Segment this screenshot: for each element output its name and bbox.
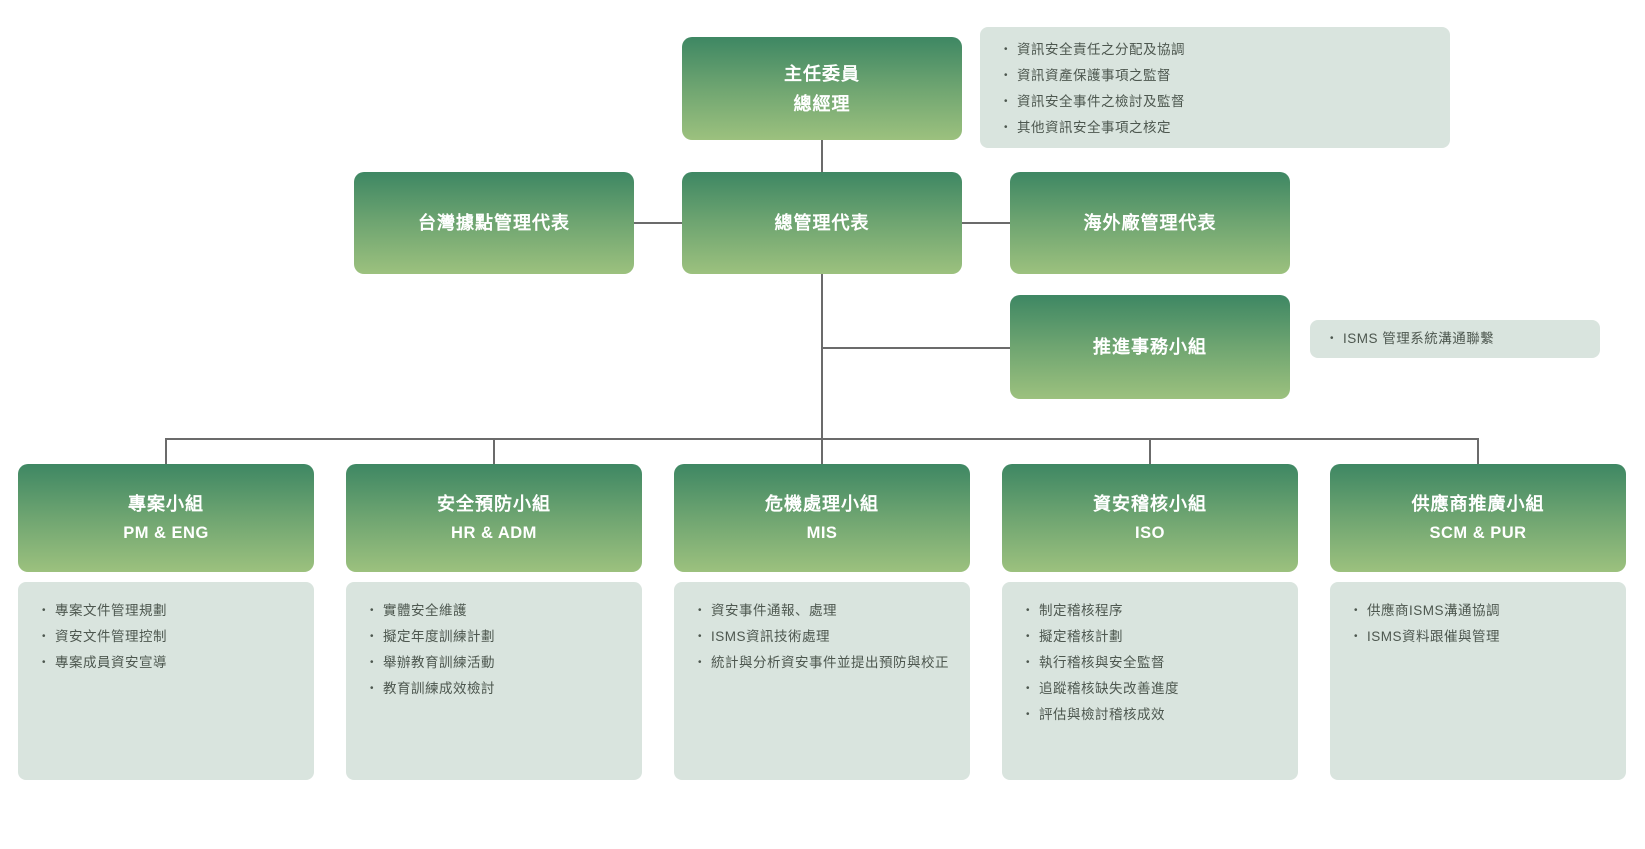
duty-item: 評估與檢討稽核成效: [1024, 702, 1284, 728]
team-box-pm-eng: 專案小組 PM & ENG: [18, 464, 314, 572]
team-duties-list: 制定稽核程序擬定稽核計劃執行稽核與安全監督追蹤稽核缺失改善進度評估與檢討稽核成效: [1024, 598, 1284, 728]
duty-item: 資訊資產保護事項之監督: [1002, 63, 1436, 89]
team-dept: HR & ADM: [451, 524, 537, 542]
team-duties-list: 供應商ISMS溝通協調ISMS資料跟催與管理: [1352, 598, 1612, 650]
team-dept: MIS: [806, 524, 838, 542]
promotion-note-panel: ISMS 管理系統溝通聯繫: [1310, 320, 1600, 358]
team-name: 供應商推廣小組: [1411, 494, 1545, 514]
team-box-mis: 危機處理小組 MIS: [674, 464, 970, 572]
connector-stub-team4: [1149, 438, 1151, 465]
duty-item: ISMS資料跟催與管理: [1352, 624, 1612, 650]
promotion-note-list: ISMS 管理系統溝通聯繫: [1328, 326, 1590, 352]
connector-trunk-vertical: [821, 274, 823, 464]
chairman-title: 主任委員: [784, 63, 860, 84]
duty-item: ISMS資訊技術處理: [696, 624, 956, 650]
duty-item: 專案成員資安宣導: [40, 650, 300, 676]
team-dept: ISO: [1135, 524, 1165, 542]
team-box-iso: 資安稽核小組 ISO: [1002, 464, 1298, 572]
node-promotion-team: 推進事務小組: [1010, 295, 1290, 399]
team-duties-scm-pur: 供應商ISMS溝通協調ISMS資料跟催與管理: [1330, 582, 1626, 780]
chairman-box: 主任委員 總經理: [682, 37, 962, 140]
duty-item: ISMS 管理系統溝通聯繫: [1328, 326, 1590, 352]
team-box-hr-adm: 安全預防小組 HR & ADM: [346, 464, 642, 572]
duty-item: 教育訓練成效檢討: [368, 676, 628, 702]
team-duties-pm-eng: 專案文件管理規劃資安文件管理控制專案成員資安宣導: [18, 582, 314, 780]
connector-chairman-vertical: [821, 140, 823, 172]
node-overseas-plant-rep: 海外廠管理代表: [1010, 172, 1290, 274]
team-name: 專案小組: [128, 494, 204, 514]
duty-item: 實體安全維護: [368, 598, 628, 624]
node-label: 推進事務小組: [1093, 337, 1207, 357]
connector-stub-team1: [165, 438, 167, 465]
duty-item: 舉辦教育訓練活動: [368, 650, 628, 676]
team-dept: PM & ENG: [123, 524, 209, 542]
duty-item: 統計與分析資安事件並提出預防與校正: [696, 650, 956, 676]
team-duties-list: 專案文件管理規劃資安文件管理控制專案成員資安宣導: [40, 598, 300, 676]
team-duties-list: 資安事件通報、處理ISMS資訊技術處理統計與分析資安事件並提出預防與校正: [696, 598, 956, 676]
node-chief-management-rep: 總管理代表: [682, 172, 962, 274]
duty-item: 擬定稽核計劃: [1024, 624, 1284, 650]
duty-item: 資訊安全責任之分配及協調: [1002, 37, 1436, 63]
duty-item: 追蹤稽核缺失改善進度: [1024, 676, 1284, 702]
team-name: 資安稽核小組: [1093, 494, 1207, 514]
team-dept: SCM & PUR: [1429, 524, 1527, 542]
team-duties-iso: 制定稽核程序擬定稽核計劃執行稽核與安全監督追蹤稽核缺失改善進度評估與檢討稽核成效: [1002, 582, 1298, 780]
team-box-scm-pur: 供應商推廣小組 SCM & PUR: [1330, 464, 1626, 572]
node-taiwan-site-rep: 台灣據點管理代表: [354, 172, 634, 274]
connector-right-horizontal: [962, 222, 1010, 224]
connector-bottom-rail: [165, 438, 1479, 440]
team-name: 安全預防小組: [437, 494, 551, 514]
node-label: 台灣據點管理代表: [418, 213, 570, 233]
connector-promotion-branch: [822, 347, 1010, 349]
duty-item: 擬定年度訓練計劃: [368, 624, 628, 650]
duty-item: 資安事件通報、處理: [696, 598, 956, 624]
duty-item: 其他資訊安全事項之核定: [1002, 115, 1436, 141]
node-label: 海外廠管理代表: [1083, 213, 1217, 233]
duty-item: 專案文件管理規劃: [40, 598, 300, 624]
chairman-duties-panel: 資訊安全責任之分配及協調資訊資產保護事項之監督資訊安全事件之檢討及監督其他資訊安…: [980, 27, 1450, 148]
connector-left-horizontal: [634, 222, 682, 224]
connector-stub-team2: [493, 438, 495, 465]
node-label: 總管理代表: [774, 213, 870, 233]
duty-item: 制定稽核程序: [1024, 598, 1284, 624]
connector-stub-team5: [1477, 438, 1479, 465]
team-duties-mis: 資安事件通報、處理ISMS資訊技術處理統計與分析資安事件並提出預防與校正: [674, 582, 970, 780]
chairman-subtitle: 總經理: [793, 93, 851, 114]
duty-item: 資訊安全事件之檢討及監督: [1002, 89, 1436, 115]
chairman-duties-list: 資訊安全責任之分配及協調資訊資產保護事項之監督資訊安全事件之檢討及監督其他資訊安…: [1002, 37, 1436, 141]
team-duties-list: 實體安全維護擬定年度訓練計劃舉辦教育訓練活動教育訓練成效檢討: [368, 598, 628, 702]
duty-item: 執行稽核與安全監督: [1024, 650, 1284, 676]
team-duties-hr-adm: 實體安全維護擬定年度訓練計劃舉辦教育訓練活動教育訓練成效檢討: [346, 582, 642, 780]
duty-item: 供應商ISMS溝通協調: [1352, 598, 1612, 624]
team-name: 危機處理小組: [765, 494, 879, 514]
duty-item: 資安文件管理控制: [40, 624, 300, 650]
